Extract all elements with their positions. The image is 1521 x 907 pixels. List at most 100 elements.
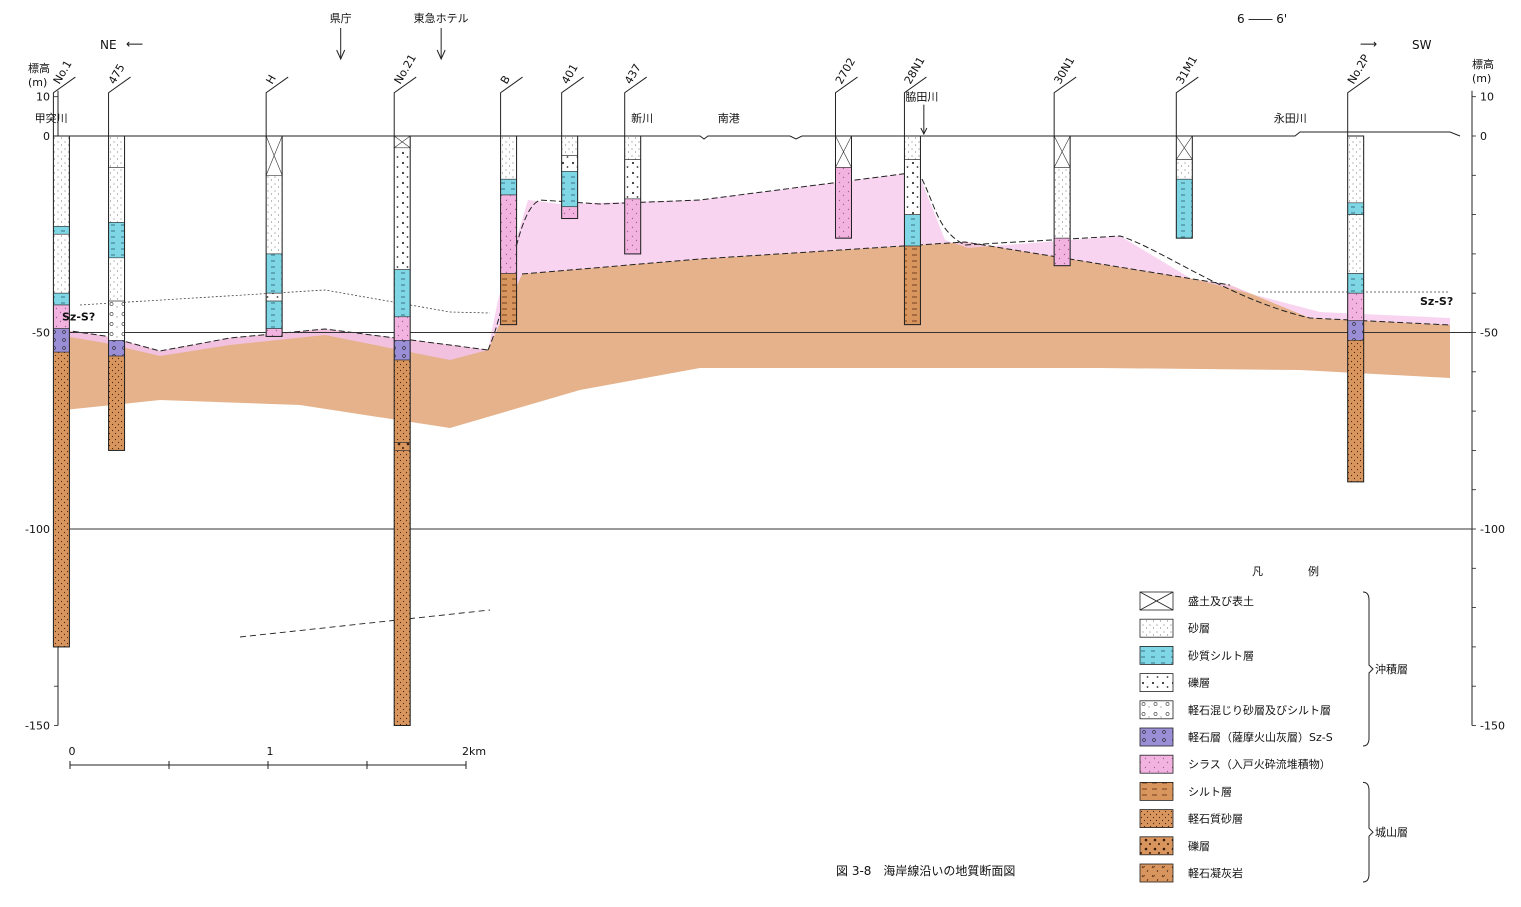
- borehole-stem: [1053, 76, 1077, 136]
- borehole-name: 401: [559, 62, 581, 87]
- borehole-outline: [1347, 135, 1365, 483]
- borehole-interval: [835, 167, 852, 239]
- shiroyama-top-boundary: [521, 241, 1231, 286]
- borehole: 28N1: [902, 55, 928, 326]
- legend-swatch: [1139, 782, 1174, 801]
- borehole-outline: [393, 135, 411, 726]
- legend-title: 凡: [1252, 565, 1263, 578]
- borehole-interval: [265, 292, 283, 302]
- sw-arrow-glyph: ⟶: [1360, 37, 1377, 51]
- fill-cross: [835, 135, 852, 168]
- legend-swatch: [1139, 673, 1174, 692]
- right-tick-label: -150: [1480, 720, 1505, 733]
- borehole-outline: [903, 135, 921, 326]
- borehole-interval: [393, 269, 411, 318]
- borehole-interval: [265, 175, 283, 255]
- borehole-stem: [393, 76, 417, 136]
- left-tick-label: -50: [32, 327, 50, 340]
- left-tick-label: -100: [25, 523, 50, 536]
- left-axis-title: 標高: [28, 61, 50, 75]
- left-tick-label: -150: [25, 720, 50, 733]
- legend-label: シラス（入戸火砕流堆積物）: [1188, 757, 1331, 771]
- borehole-stem: [561, 76, 584, 136]
- borehole-interval: [904, 159, 921, 215]
- borehole-interval: [561, 206, 578, 219]
- legend-item: シルト層: [1139, 782, 1232, 801]
- borehole-name: B: [498, 73, 513, 86]
- borehole-stem: [500, 76, 523, 136]
- legend-group-label: 城山層: [1375, 826, 1408, 839]
- borehole-interval: [624, 135, 642, 160]
- borehole-outline: [834, 135, 852, 239]
- borehole-stem: [265, 76, 289, 136]
- borehole-interval: [393, 147, 411, 270]
- legend-title: 例: [1308, 564, 1319, 578]
- legend-label: 軽石凝灰岩: [1188, 866, 1243, 880]
- borehole: 30N1: [1051, 55, 1077, 267]
- ground-surface-line: [64, 131, 1461, 140]
- borehole-interval: [500, 273, 517, 325]
- legend-swatch: [1139, 836, 1174, 856]
- borehole-outline: [1175, 135, 1193, 239]
- borehole-stem: [1347, 76, 1370, 136]
- borehole-interval: [393, 442, 411, 451]
- borehole-interval: [393, 340, 411, 361]
- borehole-name: 475: [106, 62, 128, 87]
- fill-cross: [265, 135, 283, 176]
- borehole-interval: [1176, 159, 1193, 180]
- deep-boundary-line: [239, 609, 491, 638]
- legend-item: 盛土及び表土: [1139, 591, 1254, 611]
- right-tick-label: 0: [1480, 130, 1487, 143]
- borehole-interval: [904, 245, 921, 325]
- legend-swatch: [1139, 727, 1174, 747]
- legend-item: 軽石凝灰岩: [1139, 863, 1243, 883]
- borehole-interval: [53, 328, 70, 353]
- sz-s-label: Sz-S?: [62, 311, 95, 324]
- borehole-interval: [624, 159, 642, 200]
- borehole-interval: [108, 257, 125, 302]
- borehole-stem: [834, 76, 858, 136]
- borehole-name: No.1: [51, 58, 75, 86]
- landmark-label: 県庁: [330, 11, 352, 25]
- borehole-name: No.21: [392, 52, 419, 86]
- place-label: 甲突川: [35, 111, 68, 125]
- scale-label: 0: [69, 745, 76, 758]
- borehole-interval: [393, 359, 411, 443]
- borehole-interval: [1053, 167, 1071, 239]
- borehole-interval: [1347, 135, 1364, 204]
- legend-brace: [1362, 591, 1374, 747]
- legend-item: 礫層: [1139, 673, 1210, 692]
- borehole-interval: [53, 135, 70, 227]
- borehole-interval: [265, 253, 283, 294]
- borehole-name: 437: [622, 62, 644, 87]
- sw-direction: SW: [1412, 38, 1432, 52]
- borehole-outline: [108, 135, 126, 451]
- borehole-interval: [904, 135, 921, 160]
- sz-s-label: Sz-S?: [1420, 295, 1453, 308]
- legend-label: 盛土及び表土: [1188, 594, 1254, 608]
- borehole: H: [263, 73, 289, 337]
- legend-item: 礫層: [1139, 836, 1210, 856]
- right-axis-title: 標高: [1472, 57, 1494, 71]
- river-arrowhead: [920, 127, 928, 136]
- ne-arrow-glyph: ⟵: [126, 37, 143, 51]
- borehole-interval: [265, 300, 283, 329]
- shirasu-body: [64, 329, 488, 360]
- borehole-interval: [108, 167, 125, 223]
- borehole-stem: [1175, 76, 1199, 136]
- borehole-outline: [624, 135, 642, 255]
- borehole-interval: [1347, 202, 1364, 215]
- right-tick-label: 10: [1480, 91, 1494, 104]
- borehole-interval: [108, 340, 125, 357]
- borehole-outline: [500, 135, 518, 326]
- legend-item: 軽石質砂層: [1139, 809, 1243, 828]
- caption: 図 3-8 海岸線沿いの地質断面図: [836, 863, 1015, 878]
- ne-direction: NE: [100, 38, 117, 52]
- shirasu-base-line: [63, 328, 489, 352]
- borehole-interval: [108, 300, 125, 341]
- borehole-interval: [561, 155, 578, 172]
- legend-swatch: [1139, 618, 1174, 638]
- borehole-name: 31M1: [1174, 53, 1201, 86]
- landmark-arrowhead: [436, 49, 446, 61]
- borehole-interval: [1347, 292, 1364, 322]
